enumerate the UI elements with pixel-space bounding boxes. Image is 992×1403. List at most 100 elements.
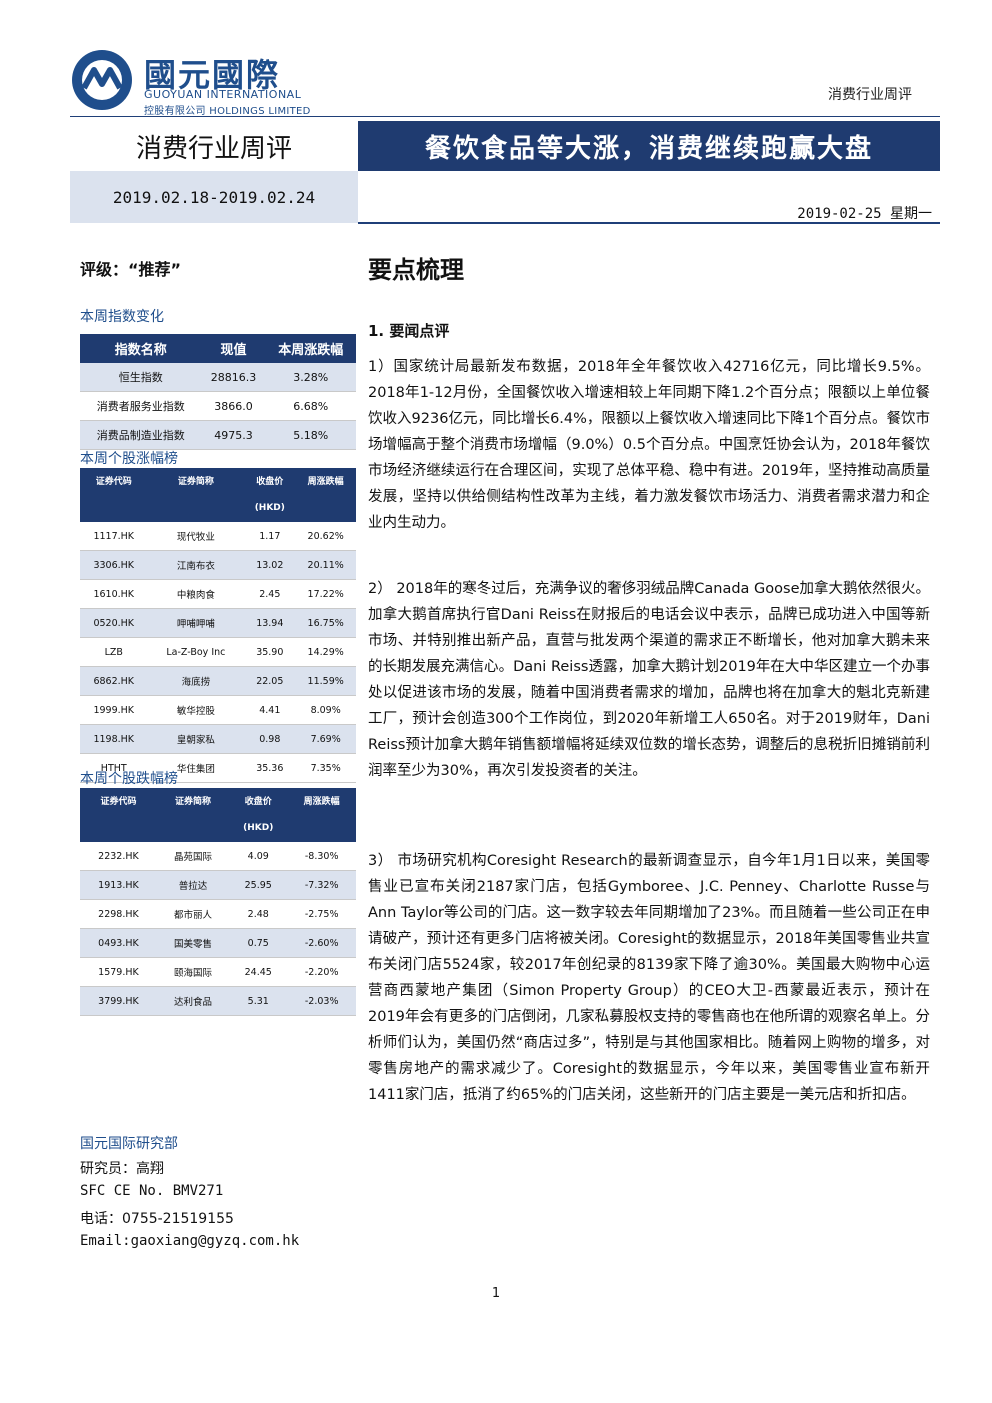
cell: -2.20% <box>287 957 356 987</box>
cell: 达利食品 <box>156 986 230 1016</box>
logo-english-subname: 控股有限公司 HOLDINGS LIMITED <box>144 106 311 117</box>
cell: -7.32% <box>287 870 356 900</box>
cell: 28816.3 <box>201 363 266 392</box>
cell: 35.90 <box>244 637 296 667</box>
section-subtitle: 1. 要闻点评 <box>368 322 450 340</box>
cell: 6.68% <box>265 391 356 421</box>
index-table: 指数名称 现值 本周涨跌幅 恒生指数 28816.3 3.28% 消费者服务业指… <box>80 334 356 450</box>
cell: -2.60% <box>287 928 356 958</box>
cell: 20.62% <box>295 522 356 551</box>
page-number: 1 <box>491 1286 501 1301</box>
cell: 16.75% <box>295 608 356 638</box>
table-row: 恒生指数 28816.3 3.28% <box>80 363 356 392</box>
cell: 2298.HK <box>80 899 157 929</box>
cell: 8.09% <box>295 695 356 725</box>
cell: 颐海国际 <box>156 957 230 987</box>
cell: 25.95 <box>229 870 288 900</box>
cell: 1117.HK <box>80 522 148 551</box>
price-unit: (HKD) <box>243 823 274 833</box>
cell: 0520.HK <box>80 608 148 638</box>
cell: 皇朝家私 <box>147 724 245 754</box>
cell: 3866.0 <box>201 391 266 421</box>
cell: 5.18% <box>265 420 356 450</box>
cell: 1610.HK <box>80 579 148 609</box>
cell: 2.45 <box>244 579 296 609</box>
cell: 呷哺呷哺 <box>147 608 245 638</box>
cell: 1198.HK <box>80 724 148 754</box>
col-header: 证券简称 <box>147 468 245 522</box>
logo-chinese-name: 國元國際 <box>144 56 281 94</box>
col-header: 证券代码 <box>80 788 157 842</box>
cell: La-Z-Boy Inc <box>147 637 245 667</box>
cell: 华住集团 <box>147 753 245 783</box>
col-header: 周涨跌幅 <box>287 788 356 842</box>
cell: 国美零售 <box>156 928 230 958</box>
cell: 4975.3 <box>201 420 266 450</box>
cell: 海底捞 <box>147 666 245 696</box>
col-header: 指数名称 <box>80 334 202 363</box>
table-row: 消费品制造业指数 4975.3 5.18% <box>80 420 356 450</box>
cell: 13.02 <box>244 550 296 580</box>
cell: -8.30% <box>287 842 356 871</box>
cell: 14.29% <box>295 637 356 667</box>
price-unit: (HKD) <box>254 503 285 513</box>
cell: 消费品制造业指数 <box>80 420 202 450</box>
report-period: 2019.02.18-2019.02.24 <box>70 171 358 223</box>
sfc-number: SFC CE No. BMV271 <box>80 1183 224 1199</box>
email-address[interactable]: Email:gaoxiang@gyzq.com.hk <box>80 1233 300 1249</box>
col-header-label: 收盘价 <box>244 797 272 807</box>
cell: 0.98 <box>244 724 296 754</box>
cell: 江南布衣 <box>147 550 245 580</box>
cell: 20.11% <box>295 550 356 580</box>
phone-number: 电话：0755-21519155 <box>80 1211 234 1227</box>
cell: 5.31 <box>229 986 288 1016</box>
cell: 7.35% <box>295 753 356 783</box>
research-dept: 国元国际研究部 <box>80 1136 178 1152</box>
cell: 7.69% <box>295 724 356 754</box>
cell: -2.03% <box>287 986 356 1016</box>
cell: -2.75% <box>287 899 356 929</box>
cell: 1999.HK <box>80 695 148 725</box>
report-headline: 餐饮食品等大涨，消费继续跑赢大盘 <box>358 121 940 171</box>
col-header: 证券简称 <box>156 788 230 842</box>
losers-section-title: 本周个股跌幅榜 <box>80 771 178 787</box>
cell: 6862.HK <box>80 666 148 696</box>
gainers-section-title: 本周个股涨幅榜 <box>80 451 178 467</box>
cell: 3.28% <box>265 363 356 392</box>
col-header: 周涨跌幅 <box>295 468 356 522</box>
cell: 22.05 <box>244 666 296 696</box>
cell: 普拉达 <box>156 870 230 900</box>
cell: 1579.HK <box>80 957 157 987</box>
header-divider <box>70 116 940 117</box>
cell: 2232.HK <box>80 842 157 871</box>
paragraph-3: 3） 市场研究机构Coresight Research的最新调查显示，自今年1月… <box>368 853 930 1103</box>
table-row: 消费者服务业指数 3866.0 6.68% <box>80 391 356 421</box>
cell: 11.59% <box>295 666 356 696</box>
cell: HTHT <box>80 753 148 783</box>
cell: 1913.HK <box>80 870 157 900</box>
col-header: 现值 <box>201 334 266 363</box>
cell: 13.94 <box>244 608 296 638</box>
cell: 3799.HK <box>80 986 157 1016</box>
cell: 晶苑国际 <box>156 842 230 871</box>
cell: 恒生指数 <box>80 363 202 392</box>
col-header: 本周涨跌幅 <box>265 334 356 363</box>
col-header: 证券代码 <box>80 468 148 522</box>
cell: 4.41 <box>244 695 296 725</box>
cell: 4.09 <box>229 842 288 871</box>
cell: 消费者服务业指数 <box>80 391 202 421</box>
analyst-name: 研究员：高翔 <box>80 1161 164 1177</box>
